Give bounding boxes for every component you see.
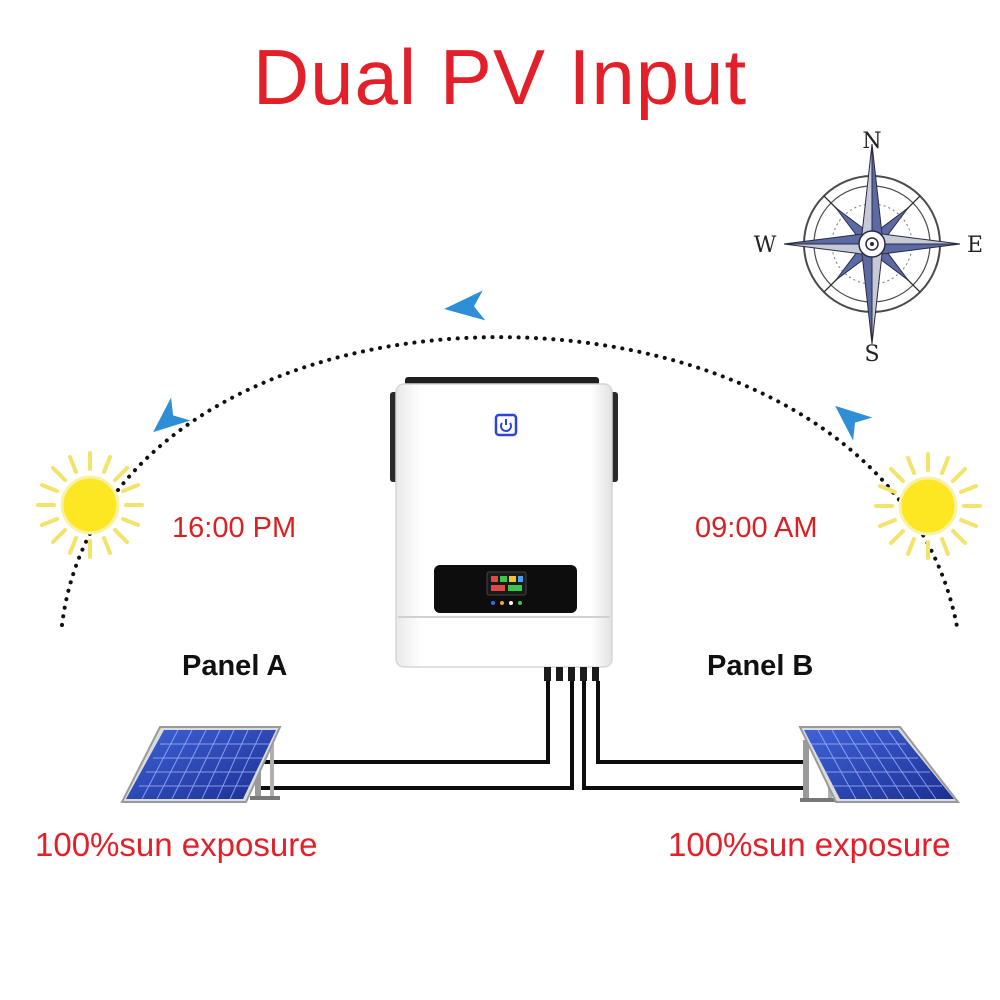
exposure-label-right: 100%sun exposure <box>668 826 951 863</box>
compass-rose-icon <box>783 143 961 345</box>
direction-arrow-icon <box>835 405 873 441</box>
panel-a-label: Panel A <box>182 650 288 682</box>
diagram-title: Dual PV Input <box>252 33 748 121</box>
compass-north-letter: N <box>862 129 881 154</box>
compass-south-letter: S <box>864 342 879 367</box>
time-label-right: 09:00 AM <box>695 512 818 544</box>
wiring <box>258 681 806 790</box>
power-icon <box>494 413 518 437</box>
inverter-unit <box>390 377 618 681</box>
compass-west-letter: W <box>754 233 777 258</box>
sun-path-arc <box>60 335 960 634</box>
panel-b-label: Panel B <box>707 650 814 682</box>
sun-icon <box>36 451 144 559</box>
inverter-display <box>434 565 577 613</box>
solar-panel-a <box>120 726 282 803</box>
direction-arrow-icon <box>444 290 486 321</box>
sun-icon <box>874 452 982 560</box>
time-label-left: 16:00 PM <box>172 512 297 544</box>
exposure-label-left: 100%sun exposure <box>35 826 318 863</box>
compass-east-letter: E <box>967 233 983 258</box>
solar-panel-b <box>798 726 961 803</box>
direction-arrow-icon <box>153 397 191 433</box>
